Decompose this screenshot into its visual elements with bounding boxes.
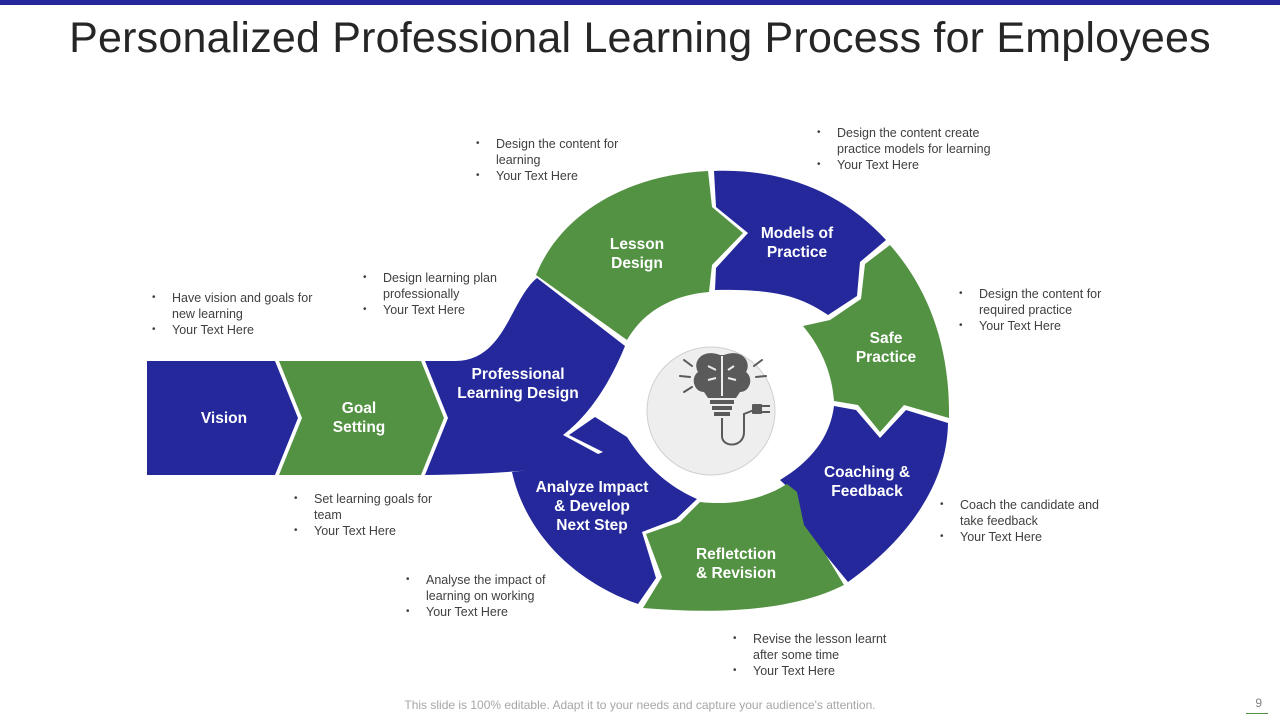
note-bullet: Analyse the impact of learning on workin… bbox=[406, 572, 566, 604]
top-accent-bar bbox=[0, 0, 1280, 5]
note-bullet: Revise the lesson learnt after some time bbox=[733, 631, 903, 663]
stage-coaching-feedback-label-line1: Coaching & bbox=[824, 464, 910, 481]
note-reflection-revision: Revise the lesson learnt after some time… bbox=[733, 631, 903, 679]
stage-models-of-practice[interactable]: Models of Practice bbox=[714, 170, 886, 315]
stage-goal-setting-label-line2: Setting bbox=[333, 419, 386, 436]
note-bullet: Your Text Here bbox=[733, 663, 903, 679]
stage-lesson-design-label-line2: Design bbox=[611, 255, 663, 272]
note-bullet: Your Text Here bbox=[406, 604, 566, 620]
footer-text: This slide is 100% editable. Adapt it to… bbox=[404, 698, 876, 712]
note-coaching-feedback: Coach the candidate and take feedback Yo… bbox=[940, 497, 1100, 545]
page-number-underline bbox=[1246, 713, 1268, 714]
stage-professional-learning-design-label-line2: Learning Design bbox=[457, 385, 578, 402]
note-lesson-design: Design the content for learning Your Tex… bbox=[476, 136, 626, 184]
note-bullet: Design learning plan professionally bbox=[363, 270, 523, 302]
note-bullet: Your Text Here bbox=[152, 322, 332, 338]
stage-analyze-impact-label-line3: Next Step bbox=[556, 517, 628, 534]
note-bullet: Your Text Here bbox=[817, 157, 1017, 173]
stage-safe-practice-label-line1: Safe bbox=[870, 330, 903, 347]
page-number: 9 bbox=[1255, 696, 1262, 710]
note-bullet: Set learning goals for team bbox=[294, 491, 444, 523]
note-goal-setting: Set learning goals for team Your Text He… bbox=[294, 491, 444, 539]
stage-safe-practice[interactable]: Safe Practice bbox=[803, 245, 950, 432]
note-vision: Have vision and goals for new learning Y… bbox=[152, 290, 332, 338]
note-bullet: Design the content for learning bbox=[476, 136, 626, 168]
note-bullet: Coach the candidate and take feedback bbox=[940, 497, 1100, 529]
note-bullet: Your Text Here bbox=[959, 318, 1119, 334]
note-bullet: Have vision and goals for new learning bbox=[152, 290, 332, 322]
stage-analyze-impact[interactable]: Analyze Impact & Develop Next Step bbox=[512, 417, 697, 604]
stage-professional-learning-design-label-line1: Professional bbox=[471, 366, 564, 383]
stage-analyze-impact-label-line1: Analyze Impact bbox=[536, 479, 649, 496]
stage-lesson-design[interactable]: Lesson Design bbox=[536, 171, 743, 340]
note-bullet: Your Text Here bbox=[294, 523, 444, 539]
note-bullet: Design the content create practice model… bbox=[817, 125, 1017, 157]
stage-coaching-feedback-label-line2: Feedback bbox=[831, 483, 903, 500]
stage-vision-label: Vision bbox=[201, 410, 247, 427]
note-bullet: Design the content for required practice bbox=[959, 286, 1119, 318]
stage-models-of-practice-label-line2: Practice bbox=[767, 244, 828, 261]
note-models-of-practice: Design the content create practice model… bbox=[817, 125, 1017, 173]
stage-goal-setting[interactable]: Goal Setting bbox=[279, 361, 444, 475]
brain-lightbulb-plug-icon bbox=[679, 353, 770, 446]
note-analyze-impact: Analyse the impact of learning on workin… bbox=[406, 572, 566, 620]
note-bullet: Your Text Here bbox=[476, 168, 626, 184]
note-bullet: Your Text Here bbox=[363, 302, 523, 318]
stage-reflection-revision[interactable]: Refletction & Revision bbox=[643, 484, 844, 611]
stage-coaching-feedback[interactable]: Coaching & Feedback bbox=[780, 406, 948, 582]
stage-safe-practice-label-line2: Practice bbox=[856, 349, 917, 366]
page-title: Personalized Professional Learning Proce… bbox=[69, 14, 1211, 62]
stage-reflection-revision-label-line1: Refletction bbox=[696, 546, 776, 563]
note-safe-practice: Design the content for required practice… bbox=[959, 286, 1119, 334]
stage-analyze-impact-label-line2: & Develop bbox=[554, 498, 630, 515]
stage-lesson-design-label-line1: Lesson bbox=[610, 236, 664, 253]
stage-models-of-practice-label-line1: Models of bbox=[761, 225, 834, 242]
stage-reflection-revision-label-line2: & Revision bbox=[696, 565, 776, 582]
stage-professional-learning-design[interactable]: Professional Learning Design bbox=[425, 278, 625, 475]
stage-vision[interactable]: Vision bbox=[147, 361, 298, 475]
note-professional-learning-design: Design learning plan professionally Your… bbox=[363, 270, 523, 318]
stage-goal-setting-label-line1: Goal bbox=[342, 400, 376, 417]
note-bullet: Your Text Here bbox=[940, 529, 1100, 545]
